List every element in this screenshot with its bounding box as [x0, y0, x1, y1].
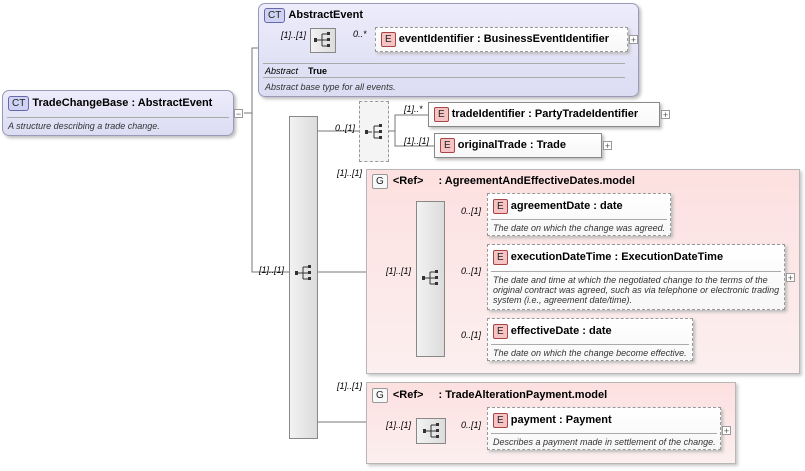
sequence-cardinality: [1]..[1]	[281, 30, 307, 40]
sequence-icon	[310, 28, 336, 53]
agreement-date-documentation: The date on which the change was agreed.	[493, 223, 666, 233]
group-badge: G	[372, 388, 388, 403]
separator	[7, 117, 229, 118]
effective-date-documentation: The date on which the change become effe…	[493, 348, 687, 358]
abstract-attribute: Abstract True	[265, 66, 328, 76]
element-badge: E	[434, 107, 449, 122]
element-badge: E	[381, 32, 396, 47]
separator	[263, 63, 625, 64]
element-badge: E	[493, 199, 508, 214]
element-cardinality: 0..*	[353, 29, 367, 39]
separator	[263, 77, 625, 78]
expand-icon[interactable]: +	[661, 110, 670, 120]
collapse-icon[interactable]: −	[234, 109, 243, 119]
element-trade-identifier[interactable]: E tradeIdentifier : PartyTradeIdentifier	[428, 102, 660, 127]
group-agreement-cardinality: [1]..[1]	[337, 168, 363, 178]
group-payment-cardinality: [1]..[1]	[337, 381, 363, 391]
expand-icon[interactable]: +	[629, 35, 638, 45]
element-event-identifier[interactable]: E eventIdentifier : BusinessEventIdentif…	[375, 27, 628, 52]
execution-date-time-cardinality: 0..[1]	[461, 266, 482, 276]
abstract-event-name: AbstractEvent	[288, 9, 363, 21]
element-payment[interactable]: E payment : Payment Describes a payment …	[487, 407, 721, 450]
payment-cardinality: 0..[1]	[461, 420, 482, 430]
payment-documentation: Describes a payment made in settlement o…	[493, 437, 716, 447]
main-sequence-cardinality: [1]..[1]	[259, 265, 285, 275]
group-badge: G	[372, 174, 388, 189]
expand-icon[interactable]: +	[603, 141, 612, 151]
complex-type-badge: CT	[264, 8, 286, 23]
root-documentation: A structure describing a trade change.	[8, 121, 160, 131]
trade-identifier-cardinality: [1]..*	[404, 104, 423, 114]
choice-cardinality: 0..[1]	[335, 123, 356, 133]
expand-icon[interactable]: +	[722, 426, 731, 436]
abstract-event-documentation: Abstract base type for all events.	[265, 82, 396, 92]
main-sequence[interactable]	[289, 116, 318, 439]
group-payment-sequence-cardinality: [1]..[1]	[386, 420, 412, 430]
group-agreement-sequence[interactable]	[416, 201, 445, 357]
element-badge: E	[493, 413, 508, 428]
root-type-name: TradeChangeBase	[32, 97, 129, 109]
choice-compositor[interactable]	[359, 101, 389, 162]
expand-icon[interactable]: +	[786, 273, 795, 283]
execution-date-time-documentation: The date and time at which the negotiate…	[493, 275, 780, 305]
element-badge: E	[493, 324, 508, 339]
effective-date-cardinality: 0..[1]	[461, 330, 482, 340]
element-agreement-date[interactable]: E agreementDate : date The date on which…	[487, 193, 671, 236]
original-trade-cardinality: [1]..[1]	[404, 136, 430, 146]
group-agreement-sequence-cardinality: [1]..[1]	[386, 266, 412, 276]
complex-type-badge: CT	[8, 96, 30, 111]
element-execution-date-time[interactable]: E executionDateTime : ExecutionDateTime …	[487, 244, 785, 310]
element-badge: E	[493, 250, 508, 265]
root-complex-type[interactable]: CT TradeChangeBase : AbstractEvent A str…	[2, 90, 234, 136]
element-badge: E	[440, 138, 455, 153]
root-base-type: AbstractEvent	[137, 97, 213, 109]
sequence-icon	[416, 418, 446, 444]
element-original-trade[interactable]: E originalTrade : Trade	[434, 133, 602, 158]
element-effective-date[interactable]: E effectiveDate : date The date on which…	[487, 318, 693, 361]
agreement-date-cardinality: 0..[1]	[461, 206, 482, 216]
